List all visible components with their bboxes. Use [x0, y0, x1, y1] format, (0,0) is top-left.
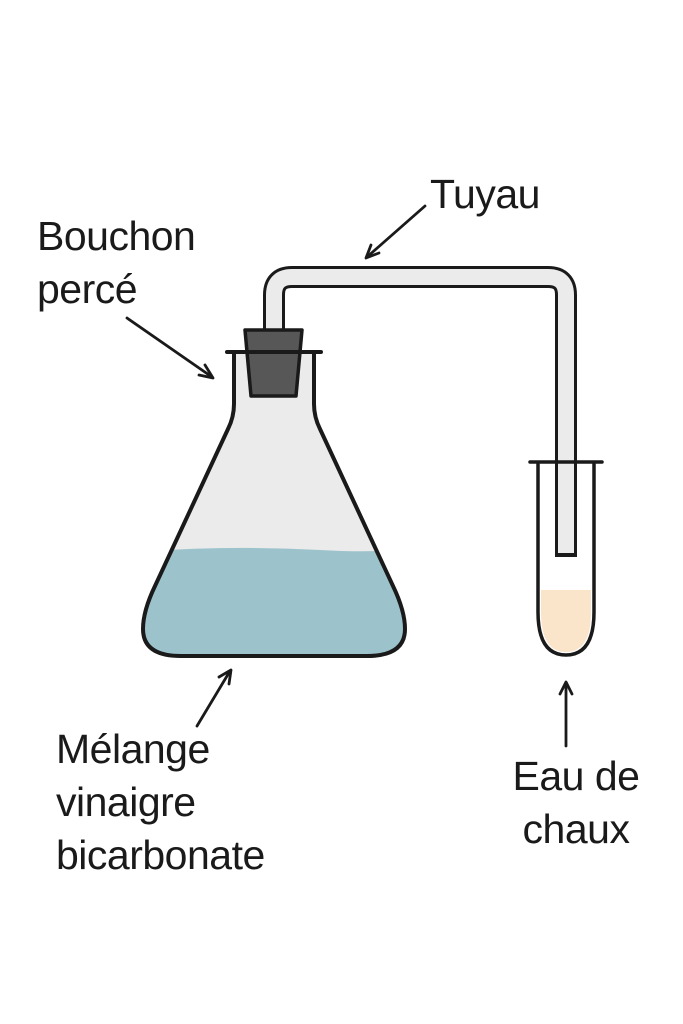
flask-liquid: [143, 547, 405, 656]
label-melange-line3: bicarbonate: [56, 832, 265, 878]
label-bouchon-line2: percé: [37, 266, 138, 312]
label-tuyau: Tuyau: [430, 168, 540, 221]
label-eau-line1: Eau de: [512, 753, 640, 799]
label-eau-line2: chaux: [522, 806, 630, 852]
stopper-shape: [243, 328, 304, 398]
arrow-eau-de-chaux-head: [558, 680, 574, 696]
flask-outline: [141, 350, 407, 658]
label-tuyau-text: Tuyau: [430, 171, 540, 217]
arrow-tuyau: [365, 204, 427, 259]
label-melange-line1: Mélange: [56, 726, 210, 772]
label-bouchon-line1: Bouchon: [37, 213, 196, 259]
testtube-liquid: [541, 590, 591, 652]
arrow-bouchon: [125, 316, 214, 379]
testtube-outline: [536, 461, 596, 657]
arrow-tuyau-head: [364, 243, 381, 260]
label-melange-line2: vinaigre: [56, 779, 196, 825]
apparatus-lines: [125, 204, 604, 748]
arrow-melange-head: [217, 668, 233, 686]
arrow-bouchon-head: [197, 363, 215, 380]
label-bouchon-perce: Bouchon percé: [37, 210, 196, 316]
label-melange-vinaigre-bicarbonate: Mélange vinaigre bicarbonate: [56, 723, 265, 882]
annotation-arrows: [125, 204, 574, 748]
label-eau-de-chaux: Eau de chaux: [488, 750, 664, 856]
arrow-melange: [195, 669, 232, 728]
tube-glass-shape: [266, 269, 574, 553]
